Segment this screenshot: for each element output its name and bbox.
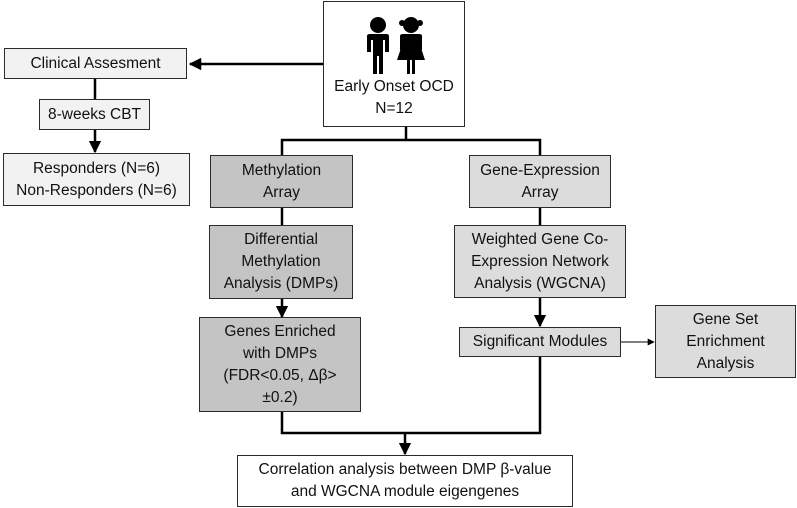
enriched-line-1: Genes Enriched <box>224 322 336 340</box>
methylation-array-node: Methylation Array <box>210 155 353 208</box>
dmp-line-2: Methylation <box>241 253 321 270</box>
responders-label: Responders (N=6) <box>32 159 161 177</box>
gsea-line-2: Enrichment <box>686 332 765 350</box>
cbt-label: 8-weeks CBT <box>47 105 142 123</box>
cohort-size: N=12 <box>375 100 413 117</box>
clinical-assessment-label: Clinical Assesment <box>30 54 161 72</box>
correlation-line-1: Correlation analysis between DMP β-value <box>258 461 552 478</box>
dmp-line-3: Analysis (DMPs) <box>223 275 339 292</box>
gsea-line-1: Gene Set <box>692 310 759 328</box>
line-merge <box>280 357 542 435</box>
wgcna-node: Weighted Gene Co- Expression Network Ana… <box>454 225 626 298</box>
wgcna-line-1: Weighted Gene Co- <box>471 230 609 248</box>
methylation-array-line-2: Array <box>262 183 301 201</box>
enriched-line-2: with DMPs <box>242 344 318 362</box>
wgcna-line-3: Analysis (WGCNA) <box>474 274 606 292</box>
cohort-node: Early Onset OCD N=12 <box>323 1 465 127</box>
enriched-line-3: (FDR<0.05, Δβ> <box>223 366 337 384</box>
non-responders-label: Non-Responders (N=6) <box>16 181 177 199</box>
cbt-node: 8-weeks CBT <box>39 99 150 130</box>
gsea-node: Gene Set Enrichment Analysis <box>655 305 796 378</box>
responders-node: Responders (N=6) Non-Responders (N=6) <box>3 153 190 206</box>
expression-array-node: Gene-Expression Array <box>469 155 611 208</box>
line-cohort-split <box>280 138 542 155</box>
wgcna-line-2: Expression Network <box>471 252 609 270</box>
methylation-array-line-1: Methylation <box>241 161 322 179</box>
correlation-line-2: and WGCNA module eigengenes <box>290 483 520 500</box>
significant-modules-label: Significant Modules <box>472 333 608 350</box>
children-icon <box>367 17 425 74</box>
enriched-genes-node: Genes Enriched with DMPs (FDR<0.05, Δβ> … <box>199 317 361 412</box>
significant-modules-node: Significant Modules <box>459 327 621 357</box>
gsea-line-3: Analysis <box>696 354 755 372</box>
expression-array-line-2: Array <box>521 183 559 201</box>
dmp-analysis-node: Differential Methylation Analysis (DMPs) <box>209 225 353 299</box>
correlation-node: Correlation analysis between DMP β-value… <box>237 455 573 507</box>
expression-array-line-1: Gene-Expression <box>480 161 600 179</box>
dmp-line-1: Differential <box>244 231 318 248</box>
cohort-label: Early Onset OCD <box>334 78 454 95</box>
clinical-assessment-node: Clinical Assesment <box>4 48 187 79</box>
enriched-line-4: ±0.2) <box>262 388 298 406</box>
